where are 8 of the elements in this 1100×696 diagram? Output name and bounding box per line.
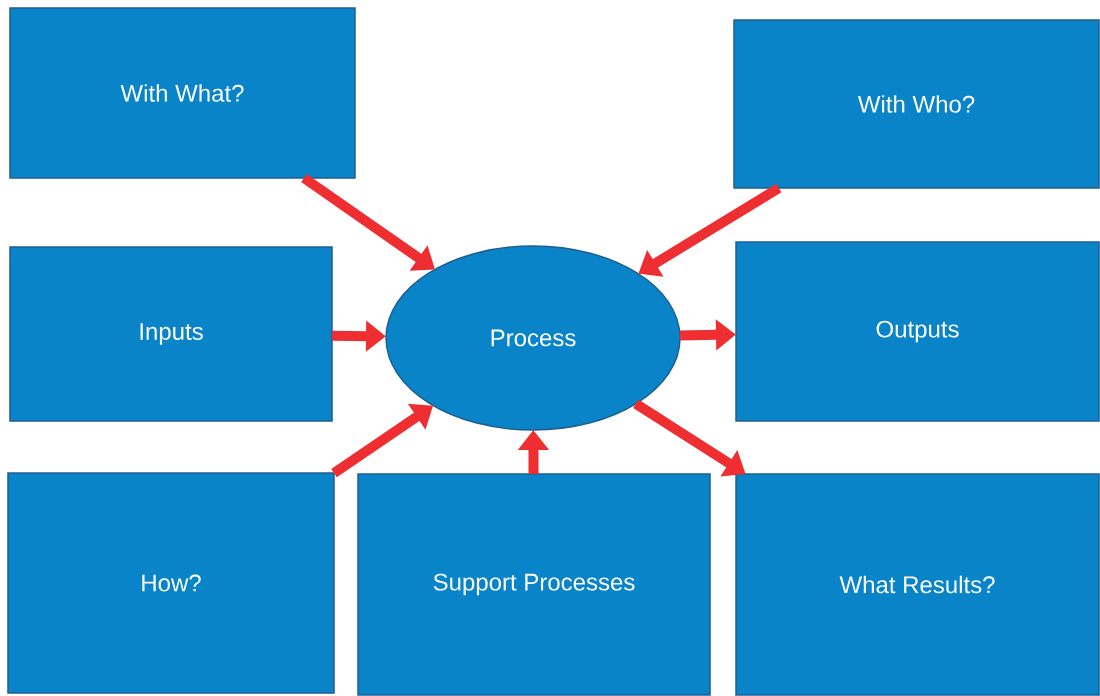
process-box: Support Processes xyxy=(357,473,711,696)
process-box: Outputs xyxy=(735,241,1100,422)
process-box: How? xyxy=(7,472,335,694)
process-box: Inputs xyxy=(9,246,333,422)
process-box: With Who? xyxy=(733,19,1100,189)
arrow xyxy=(301,173,435,271)
process-box: What Results? xyxy=(735,473,1100,696)
process-box: With What? xyxy=(9,7,356,179)
